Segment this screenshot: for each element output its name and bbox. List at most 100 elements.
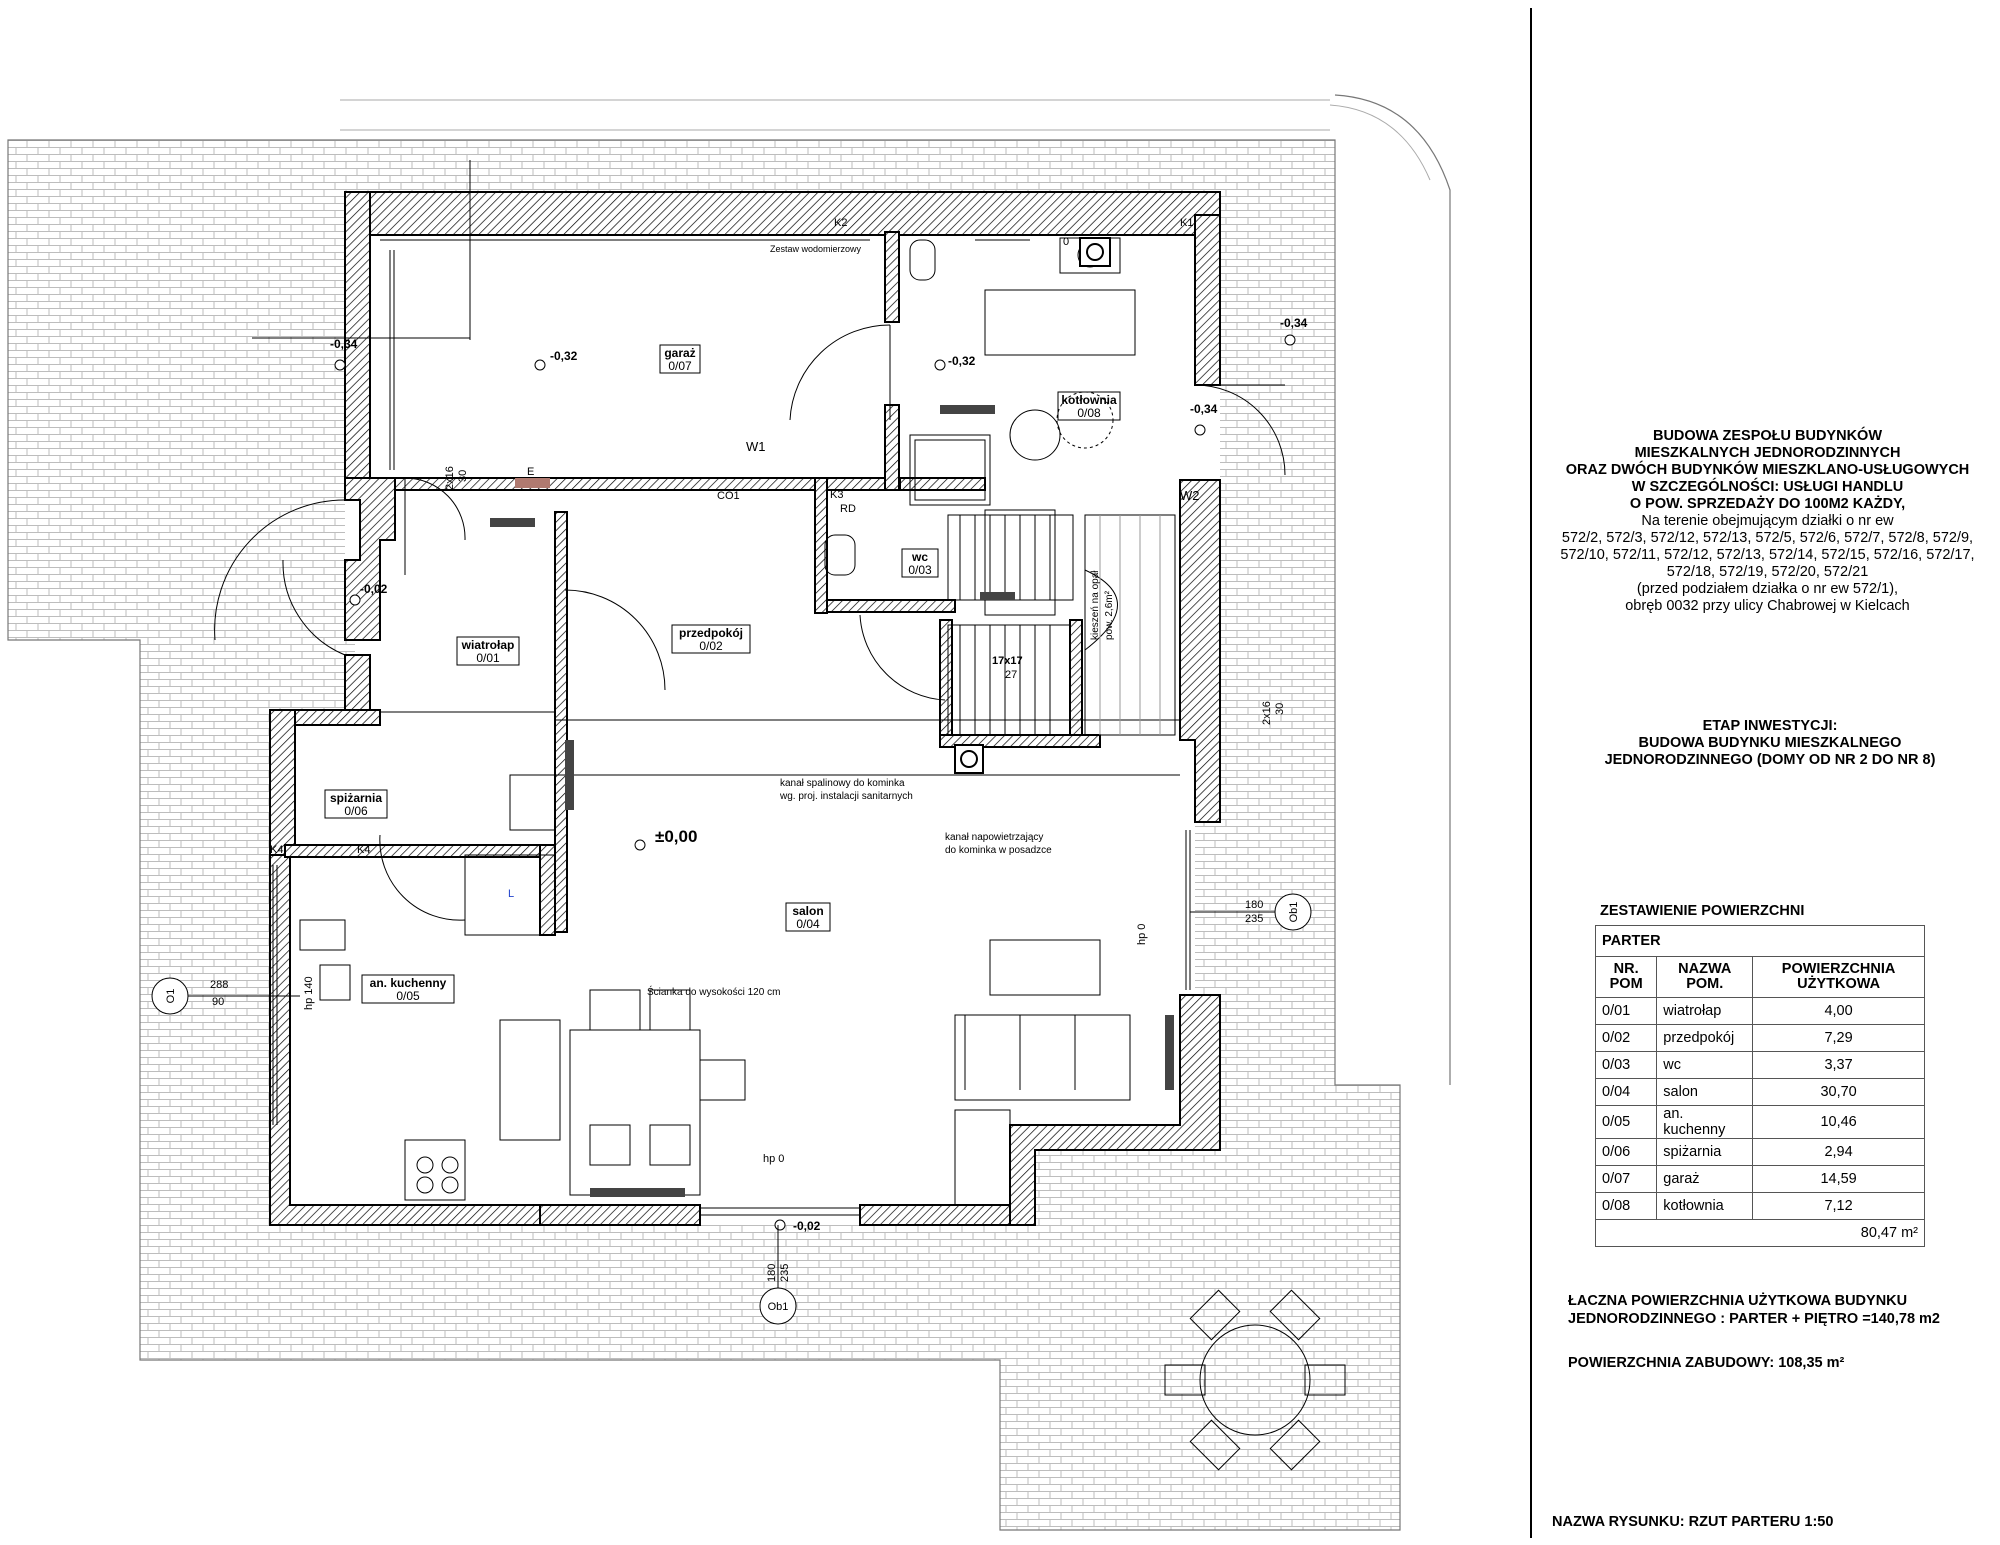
built-area: POWIERZCHNIA ZABUDOWY: 108,35 m² — [1568, 1355, 1845, 1371]
svg-text:CO1: CO1 — [717, 490, 740, 502]
room-name: salon — [792, 904, 823, 918]
room-num: 0/01 — [476, 651, 500, 665]
svg-text:30: 30 — [1274, 703, 1286, 715]
drawing-name: NAZWA RYSUNKU: RZUT PARTERU 1:50 — [1552, 1514, 1834, 1530]
floor-label: PARTER — [1595, 925, 1925, 957]
floor-plan: garaż 0/07 kotłownia 0/08 wc 0/03 przedp… — [7, 94, 1451, 1531]
svg-text:K3: K3 — [830, 489, 843, 501]
svg-text:kieszeń na opał: kieszeń na opał — [1090, 570, 1101, 640]
svg-text:-0,34: -0,34 — [1190, 402, 1218, 416]
room-wiatrolap: wiatrołap 0/01 — [456, 636, 520, 666]
svg-text:RD: RD — [840, 503, 856, 515]
project-location-line: 572/18, 572/19, 572/20, 572/21 — [1666, 564, 1869, 580]
svg-text:O1: O1 — [165, 989, 177, 1004]
svg-text:hp 0: hp 0 — [763, 1153, 784, 1165]
col-header: NR. POM — [1594, 956, 1658, 998]
room-labels: garaż 0/07 kotłownia 0/08 wc 0/03 przedp… — [324, 344, 1121, 1004]
project-location-line: 572/10, 572/11, 572/12, 572/13, 572/14, … — [1560, 547, 1975, 563]
stage-line: ETAP INWESTYCJI: — [1702, 718, 1838, 734]
svg-text:-0,02: -0,02 — [793, 1219, 821, 1233]
doors — [214, 324, 1286, 921]
project-title-line: W SZCZEGÓLNOŚCI: USŁUGI HANDLU — [1631, 479, 1904, 495]
fixtures — [299, 237, 1346, 1471]
svg-text:kanał spalinowy do kominka: kanał spalinowy do kominka — [780, 778, 905, 789]
project-title-line: ORAZ DWÓCH BUDYNKÓW MIESZKLANO-USŁUGOWYC… — [1565, 462, 1970, 478]
interior-lines — [252, 160, 1191, 1216]
svg-text:pow. 2,6m²: pow. 2,6m² — [1104, 590, 1115, 640]
stage-block: ETAP INWESTYCJI: BUDOWA BUDYNKU MIESZKAL… — [1560, 718, 1980, 769]
svg-text:Zestaw wodomierzowy: Zestaw wodomierzowy — [770, 244, 862, 254]
svg-text:wg. proj. instalacji sanitarny: wg. proj. instalacji sanitarnych — [779, 791, 913, 802]
total-area: 80,47 m² — [1595, 1219, 1925, 1247]
svg-text:E: E — [527, 466, 534, 478]
room-name: an. kuchenny — [370, 976, 447, 990]
room-num: 0/03 — [908, 563, 932, 577]
room-kotlownia: kotłownia 0/08 — [1057, 391, 1121, 421]
svg-text:235: 235 — [779, 1264, 791, 1282]
room-name: wiatrołap — [461, 638, 515, 652]
svg-text:180: 180 — [766, 1264, 778, 1282]
room-spizarnia: spiżarnia 0/06 — [324, 789, 388, 819]
svg-text:hp 0: hp 0 — [1136, 924, 1148, 945]
project-location-line: obręb 0032 przy ulicy Chabrowej w Kielca… — [1625, 598, 1910, 614]
svg-text:Ob1: Ob1 — [768, 1301, 789, 1313]
room-wc: wc 0/03 — [901, 548, 939, 578]
project-location-line: (przed podziałem działka o nr ew 572/1), — [1636, 581, 1899, 597]
misc-labels: K1 K2 K3 K4 K4 W1 W2 CO1 RD E L Zestaw w… — [165, 217, 1300, 1313]
room-num: 0/07 — [668, 359, 692, 373]
stage-line: JEDNORODZINNEGO (DOMY OD NR 2 DO NR 8) — [1604, 752, 1936, 768]
svg-text:Ob1: Ob1 — [1288, 902, 1300, 923]
building-floor — [270, 192, 1220, 1225]
project-location-line: Na terenie obejmującym działki o nr ew — [1641, 513, 1894, 529]
svg-text:W1: W1 — [746, 439, 766, 454]
svg-text:180: 180 — [1245, 899, 1263, 911]
svg-text:17x17: 17x17 — [992, 655, 1023, 667]
total-row: 80,47 m² — [1595, 1219, 1925, 1247]
room-name: przedpokój — [679, 626, 743, 640]
col-header: POWIERZCHNIA UŻYTKOWA — [1752, 956, 1925, 998]
room-an-kuchenny: an. kuchenny 0/05 — [361, 974, 455, 1004]
svg-text:-0,34: -0,34 — [330, 337, 358, 351]
svg-text:235: 235 — [1245, 913, 1263, 925]
room-przedpokoj: przedpokój 0/02 — [671, 624, 751, 654]
room-num: 0/04 — [796, 917, 820, 931]
radiators — [490, 405, 1174, 1197]
level-texts: -0,34 -0,32 -0,32 -0,34 -0,34 -0,02 ±0,0… — [330, 316, 1308, 1233]
project-title-line: BUDOWA ZESPOŁU BUDYNKÓW — [1652, 428, 1883, 444]
svg-text:-0,32: -0,32 — [550, 349, 578, 363]
project-location-line: 572/2, 572/3, 572/12, 572/13, 572/5, 572… — [1561, 530, 1974, 546]
stairs — [947, 514, 1176, 736]
svg-text:K4: K4 — [357, 844, 370, 856]
svg-text:-0,34: -0,34 — [1280, 316, 1308, 330]
room-name: wc — [911, 550, 928, 564]
project-title-line: O POW. SPRZEDAŻY DO 100M2 KAŻDY, — [1629, 496, 1906, 512]
svg-text:30: 30 — [457, 470, 469, 482]
svg-text:do kominka w posadzce: do kominka w posadzce — [945, 845, 1052, 856]
room-num: 0/06 — [344, 804, 368, 818]
svg-text:27: 27 — [1005, 669, 1017, 681]
svg-text:K1: K1 — [1180, 217, 1193, 229]
svg-text:L: L — [508, 888, 514, 900]
svg-text:90: 90 — [212, 996, 224, 1008]
svg-text:W2: W2 — [1180, 488, 1200, 503]
room-name: kotłownia — [1061, 393, 1117, 407]
floor-row: PARTER — [1595, 925, 1925, 957]
title-block-border — [1530, 8, 1532, 1538]
area-table: PARTER NR. POM NAZWA POM. POWIERZCHNIA U… — [1594, 925, 1925, 1247]
svg-text:K4: K4 — [270, 844, 283, 856]
total-usable-area: ŁACZNA POWIERZCHNIA UŻYTKOWA BUDYNKU JED… — [1568, 1293, 1940, 1327]
room-num: 0/05 — [396, 989, 420, 1003]
col-header: NAZWA POM. — [1656, 956, 1754, 998]
header-row: NR. POM NAZWA POM. POWIERZCHNIA UŻYTKOWA — [1594, 956, 1925, 998]
summary-title: ZESTAWIENIE POWIERZCHNI — [1600, 903, 1805, 919]
svg-text:288: 288 — [210, 979, 228, 991]
walls — [269, 191, 1221, 1226]
room-garaz: garaż 0/07 — [659, 344, 701, 374]
svg-text:K2: K2 — [834, 217, 847, 229]
